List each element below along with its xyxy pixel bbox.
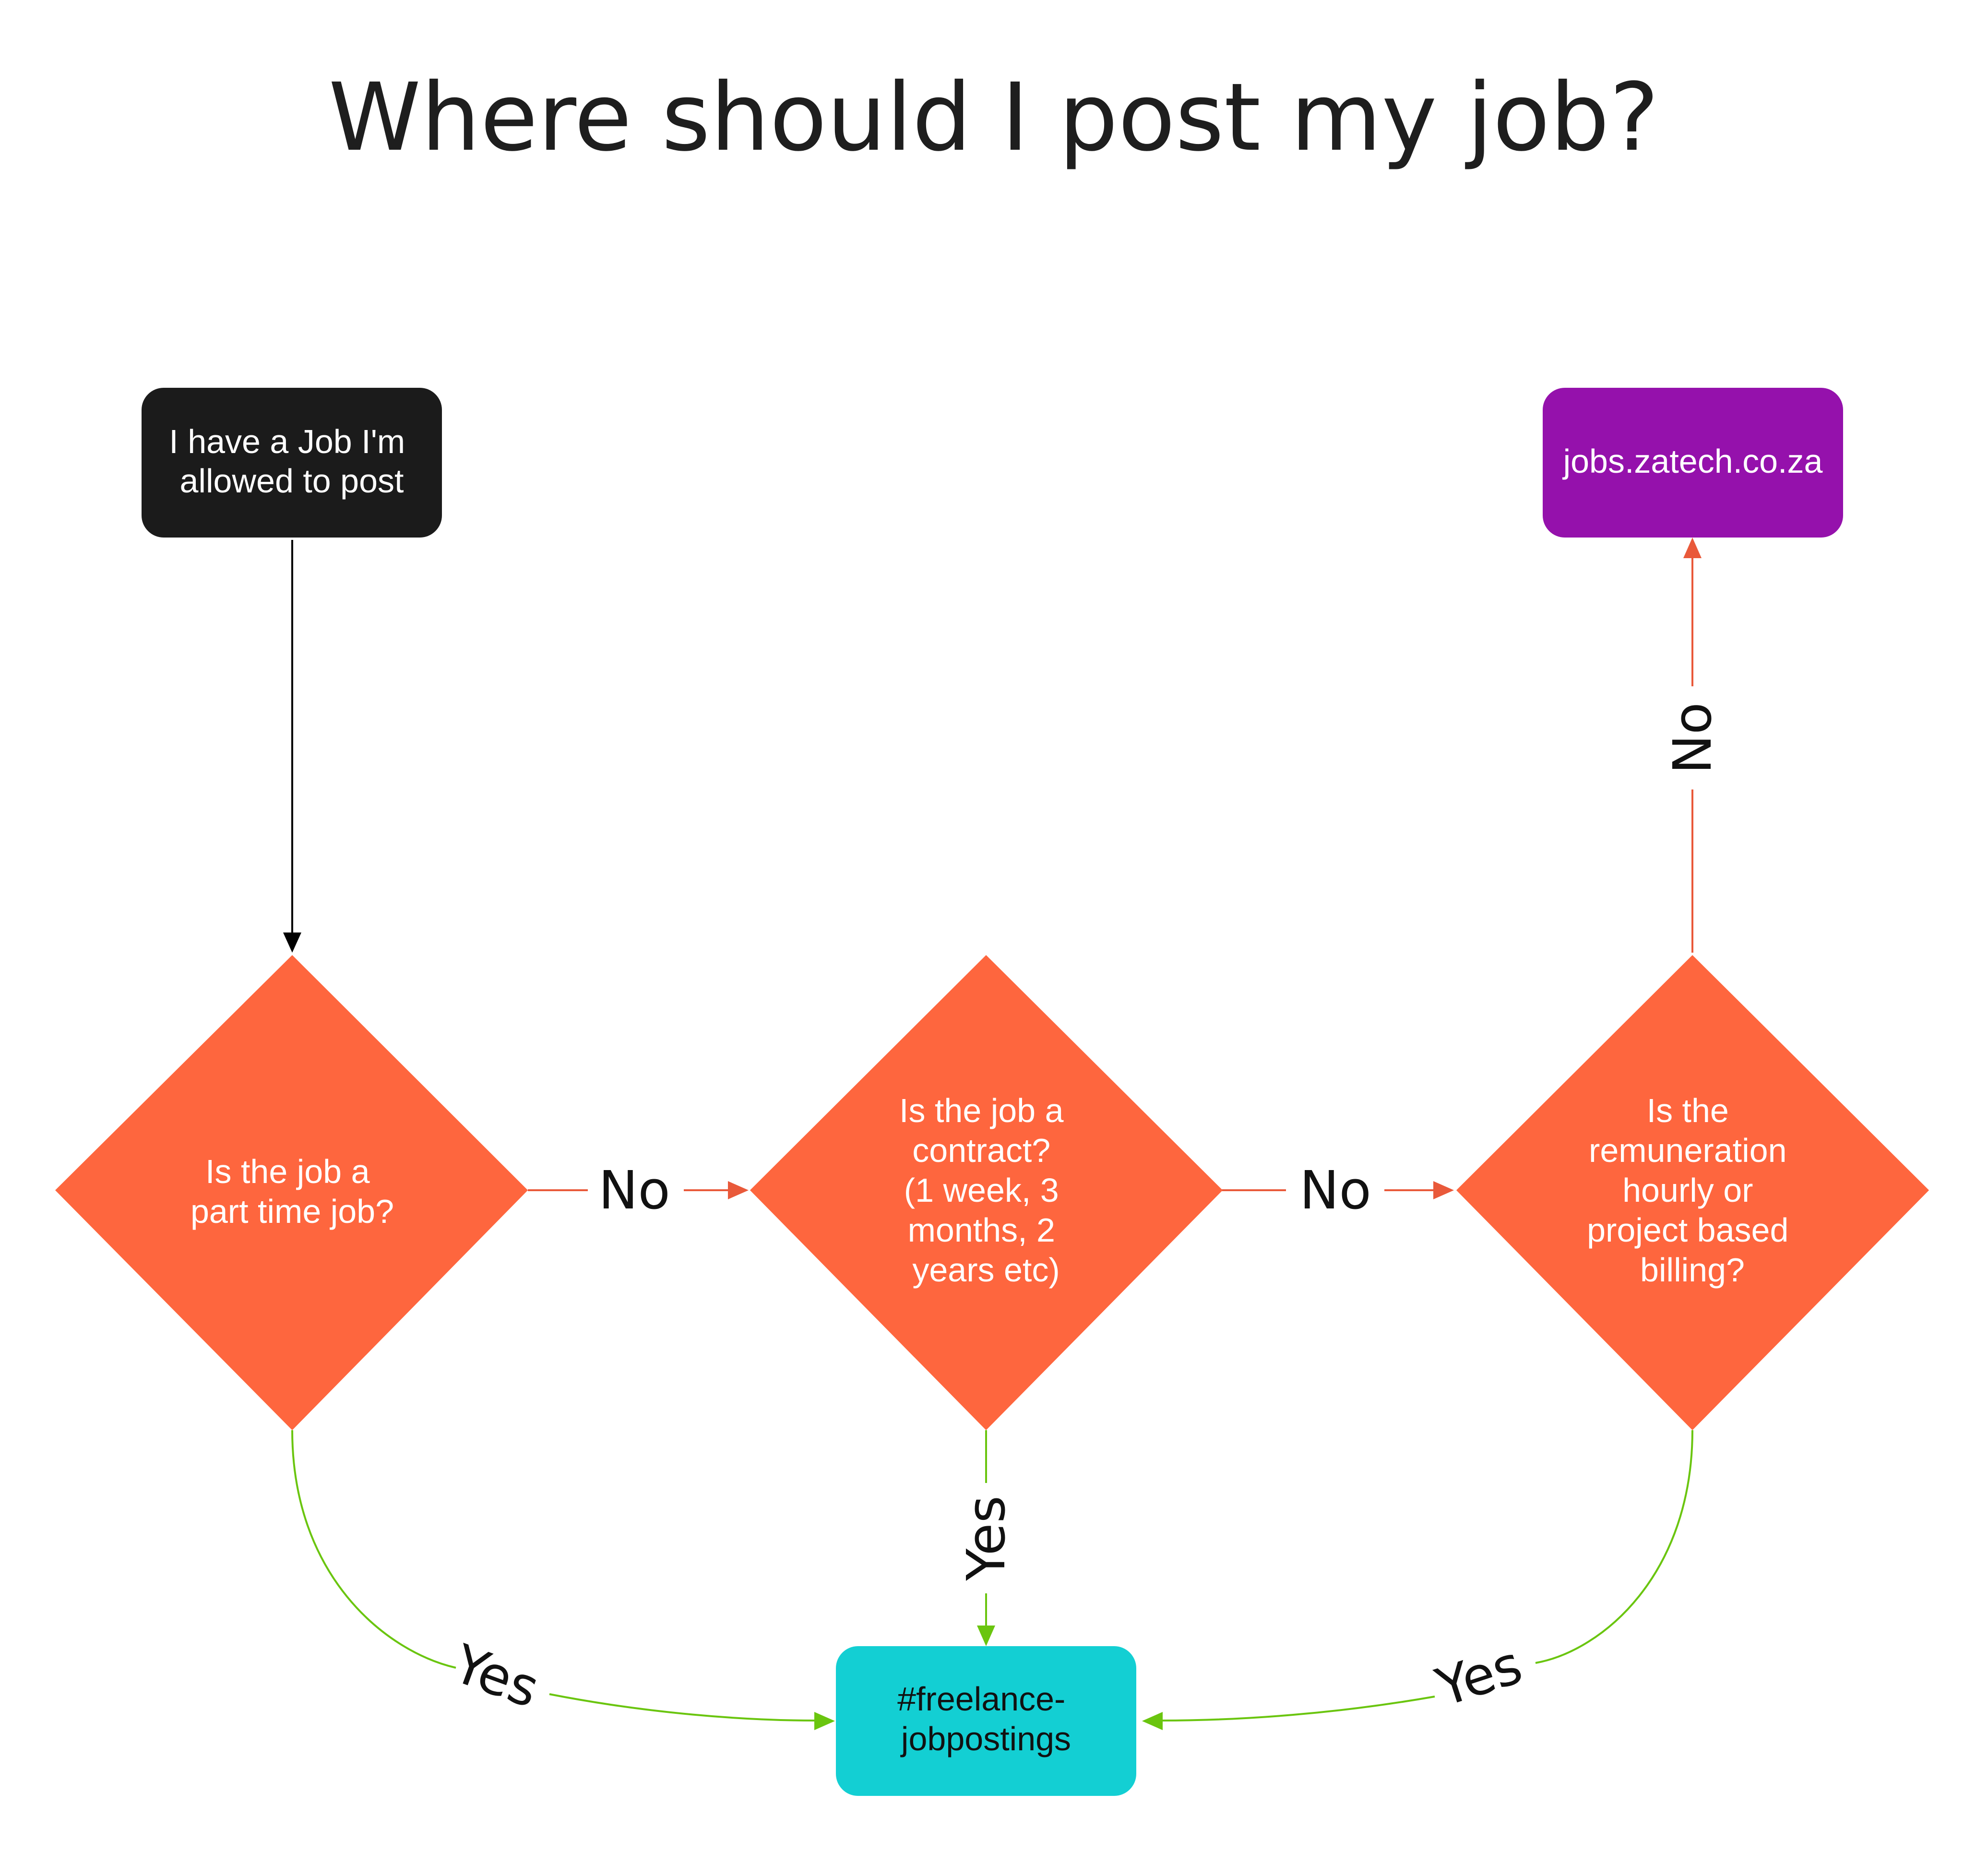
arrowhead: [814, 1712, 835, 1730]
svg-text:Is the job a contract?: Is the job a contract? (1 week, 3 months…: [899, 1092, 1073, 1289]
edge-start-to-q1: [283, 540, 301, 953]
svg-text:Is the remuneration: Is the remuneration hourly or project ba…: [1587, 1092, 1798, 1289]
node-text-line: remuneration: [1589, 1132, 1786, 1169]
svg-text:I have a Job I'm allowed: I have a Job I'm allowed to post: [169, 423, 414, 500]
node-text-line: Is the job a: [899, 1092, 1064, 1129]
svg-text:Is the job a part time j: Is the job a part time job?: [190, 1153, 394, 1230]
decision-part-time: Is the job a part time job?: [55, 955, 528, 1430]
edge-q3-no: No: [1662, 538, 1723, 953]
svg-text:#freelance- jobpostings: #freelance- jobpostings: [897, 1680, 1075, 1757]
arrowhead: [728, 1181, 749, 1199]
node-text-line: project based: [1587, 1211, 1788, 1249]
arrowhead: [1683, 538, 1702, 558]
edge-label-no: No: [1662, 702, 1723, 774]
page-title: Where should I post my job?: [329, 63, 1659, 172]
node-text-line: hourly or: [1622, 1172, 1753, 1209]
node-text-line: years etc): [912, 1251, 1059, 1289]
edge-q2-no: No: [1221, 1160, 1454, 1221]
edge-q3-yes: Yes: [1142, 1430, 1693, 1730]
node-text-line: billing?: [1640, 1251, 1745, 1289]
node-text-line: Is the job a: [205, 1153, 370, 1190]
node-text-line: part time job?: [190, 1193, 394, 1230]
node-text-line: #freelance-: [897, 1680, 1065, 1718]
arrowhead: [1142, 1712, 1163, 1730]
node-text-line: months, 2: [908, 1211, 1055, 1249]
svg-text:jobs.zatech.co.za: jobs.zatech.co.za: [1562, 442, 1823, 480]
edge-label-no: No: [598, 1160, 670, 1221]
edge-label-yes: Yes: [1429, 1634, 1529, 1719]
node-text-line: I have a Job I'm: [169, 423, 405, 460]
arrowhead: [1433, 1181, 1454, 1199]
decision-remuneration: Is the remuneration hourly or project ba…: [1456, 955, 1929, 1430]
node-text-line: jobpostings: [900, 1720, 1071, 1757]
edge-q2-yes: Yes: [955, 1430, 1017, 1646]
arrowhead: [283, 932, 301, 953]
freelance-jobpostings-node: #freelance- jobpostings: [836, 1646, 1136, 1796]
start-node: I have a Job I'm allowed to post: [142, 388, 442, 538]
edge-label-yes: Yes: [445, 1633, 547, 1720]
node-text-line: (1 week, 3: [904, 1172, 1059, 1209]
node-text-line: contract?: [912, 1132, 1050, 1169]
arrowhead: [977, 1626, 995, 1646]
edge-q1-yes: Yes: [291, 1430, 835, 1730]
edge-label-no: No: [1299, 1160, 1371, 1221]
node-text-line: allowed to post: [180, 462, 404, 500]
decision-contract: Is the job a contract? (1 week, 3 months…: [750, 955, 1223, 1430]
edge-label-yes: Yes: [955, 1495, 1017, 1581]
node-text-line: jobs.zatech.co.za: [1562, 442, 1823, 480]
edge-q1-no: No: [528, 1160, 749, 1221]
node-text-line: Is the: [1647, 1092, 1729, 1129]
zatech-jobs-node: jobs.zatech.co.za: [1543, 388, 1843, 538]
